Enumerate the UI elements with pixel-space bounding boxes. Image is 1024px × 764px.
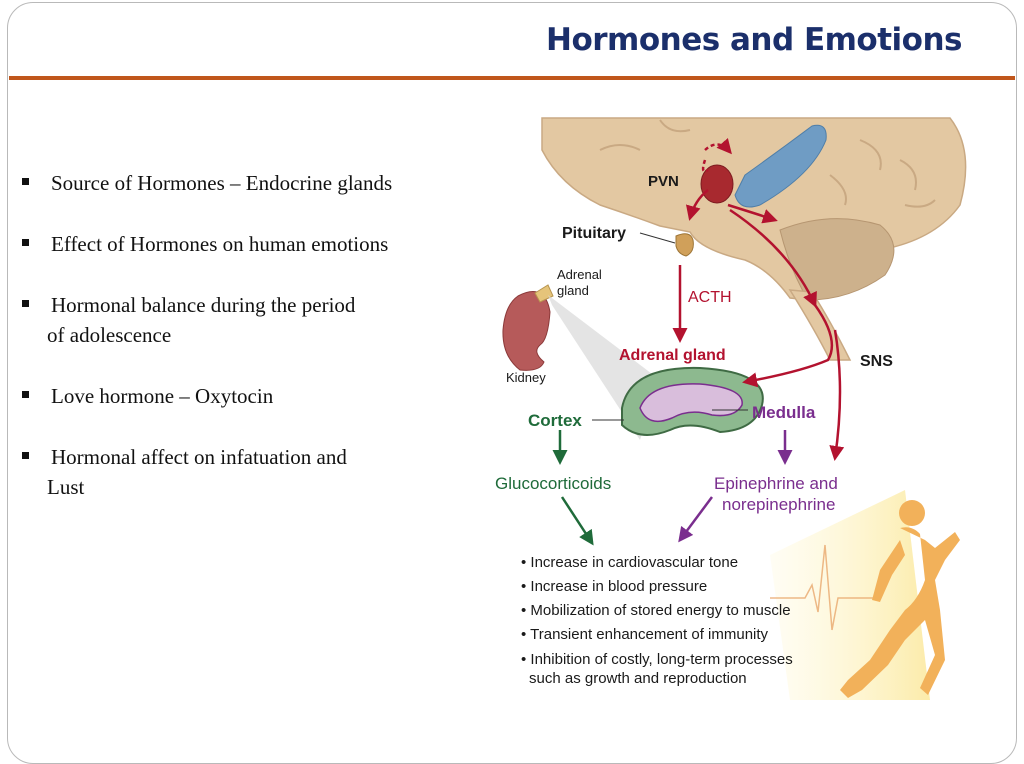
bullet-text: Hormonal balance during the period [51, 293, 356, 317]
label-cortex: Cortex [528, 411, 582, 430]
bullet-item: Hormonal affect on infatuation and Lust [20, 442, 460, 502]
bullet-item: Love hormone – Oxytocin [20, 381, 460, 411]
effect-item: • Increase in cardiovascular tone [521, 554, 738, 571]
bullet-item: Source of Hormones – Endocrine glands [20, 168, 460, 198]
label-epinephrine-2: norepinephrine [722, 495, 835, 514]
label-adrenal-gland: Adrenal gland [619, 347, 726, 364]
label-glucocorticoids: Glucocorticoids [495, 474, 611, 493]
square-bullet-icon [22, 239, 29, 246]
bullet-text: Source of Hormones – Endocrine glands [51, 171, 393, 195]
square-bullet-icon [22, 391, 29, 398]
label-sns: SNS [860, 353, 893, 370]
label-epinephrine-1: Epinephrine and [714, 474, 838, 493]
effect-item: • Mobilization of stored energy to muscl… [521, 602, 791, 619]
label-adrenal-small-2: gland [557, 283, 589, 298]
label-adrenal-small-1: Adrenal [557, 267, 602, 282]
label-pvn: PVN [648, 173, 679, 190]
runner-icon [840, 500, 960, 698]
title-divider [9, 76, 1015, 80]
bullet-text: Love hormone – Oxytocin [51, 384, 274, 408]
effect-item: • Inhibition of costly, long-term proces… [521, 651, 793, 668]
effect-item: • Transient enhancement of immunity [521, 626, 769, 643]
red-pathway-arrows [672, 138, 845, 461]
epinephrine-to-effects-arrow [678, 496, 714, 543]
label-pituitary: Pituitary [562, 225, 626, 242]
adrenal-cross-section [621, 366, 764, 436]
slide-title: Hormones and Emotions [546, 22, 962, 58]
bullet-item: Effect of Hormones on human emotions [20, 229, 460, 259]
pituitary-gland-illustration [675, 233, 694, 257]
heartbeat-trace-icon [770, 544, 880, 631]
effect-item-continuation: such as growth and reproduction [529, 670, 747, 687]
label-medulla: Medulla [752, 403, 816, 422]
square-bullet-icon [22, 452, 29, 459]
effects-list: • Increase in cardiovascular tone • Incr… [521, 554, 793, 687]
stress-hormone-diagram: PVN Pituitary Adrenal gland Kidney ACTH … [495, 117, 967, 700]
bullet-text-continuation: Lust [47, 475, 85, 499]
label-kidney: Kidney [506, 370, 546, 385]
kidney-illustration [502, 284, 554, 371]
bullet-text: Hormonal affect on infatuation and [51, 445, 347, 469]
pituitary-pointer-line [639, 232, 676, 244]
effect-item: • Increase in blood pressure [521, 578, 707, 595]
square-bullet-icon [22, 178, 29, 185]
diagram-labels: PVN Pituitary Adrenal gland Kidney ACTH … [495, 173, 893, 514]
square-bullet-icon [22, 300, 29, 307]
brain-illustration [541, 117, 967, 361]
bullet-list: Source of Hormones – Endocrine glands Ef… [20, 168, 460, 533]
bullet-item: Hormonal balance during the period of ad… [20, 290, 460, 350]
label-acth: ACTH [688, 289, 732, 306]
bullet-text: Effect of Hormones on human emotions [51, 232, 389, 256]
glucocorticoids-to-effects-arrow [560, 496, 594, 546]
bullet-text-continuation: of adolescence [47, 323, 172, 347]
